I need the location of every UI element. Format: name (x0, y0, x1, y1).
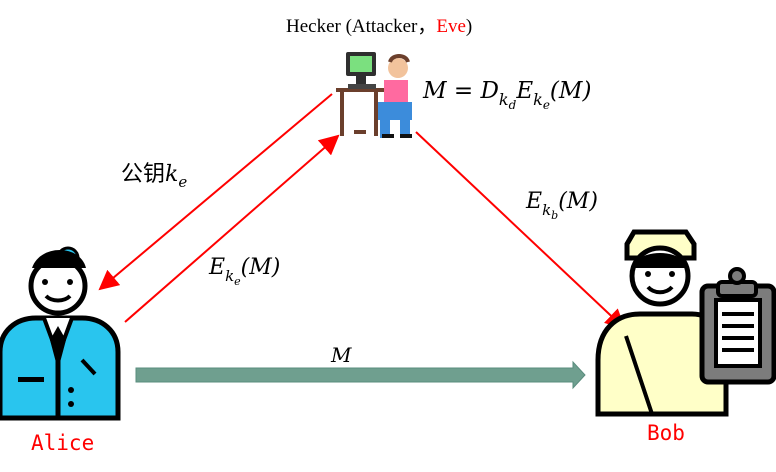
alice-encrypted-label: Eke(M) (208, 255, 280, 288)
diagram-title: Hecker (Attacker，Eve) (286, 16, 472, 37)
plaintext-arrow (135, 360, 586, 390)
clipboard-icon (699, 267, 776, 385)
alice-label: Alice (31, 431, 94, 455)
public-key-label: 公钥ke (121, 162, 187, 191)
doctor-icon (0, 246, 121, 421)
bob-label: Bob (647, 421, 685, 445)
hacker-formula: M = DkdEke(M) (422, 78, 591, 112)
nurse-icon (595, 229, 729, 417)
encrypted-message-arrow (124, 134, 340, 323)
bob-encrypted-label: Ekb(M) (525, 189, 598, 222)
hacker-icon (336, 52, 412, 138)
plaintext-label: M (330, 343, 352, 367)
forwarded-message-arrow (415, 131, 626, 330)
public-key-arrow (98, 93, 333, 291)
